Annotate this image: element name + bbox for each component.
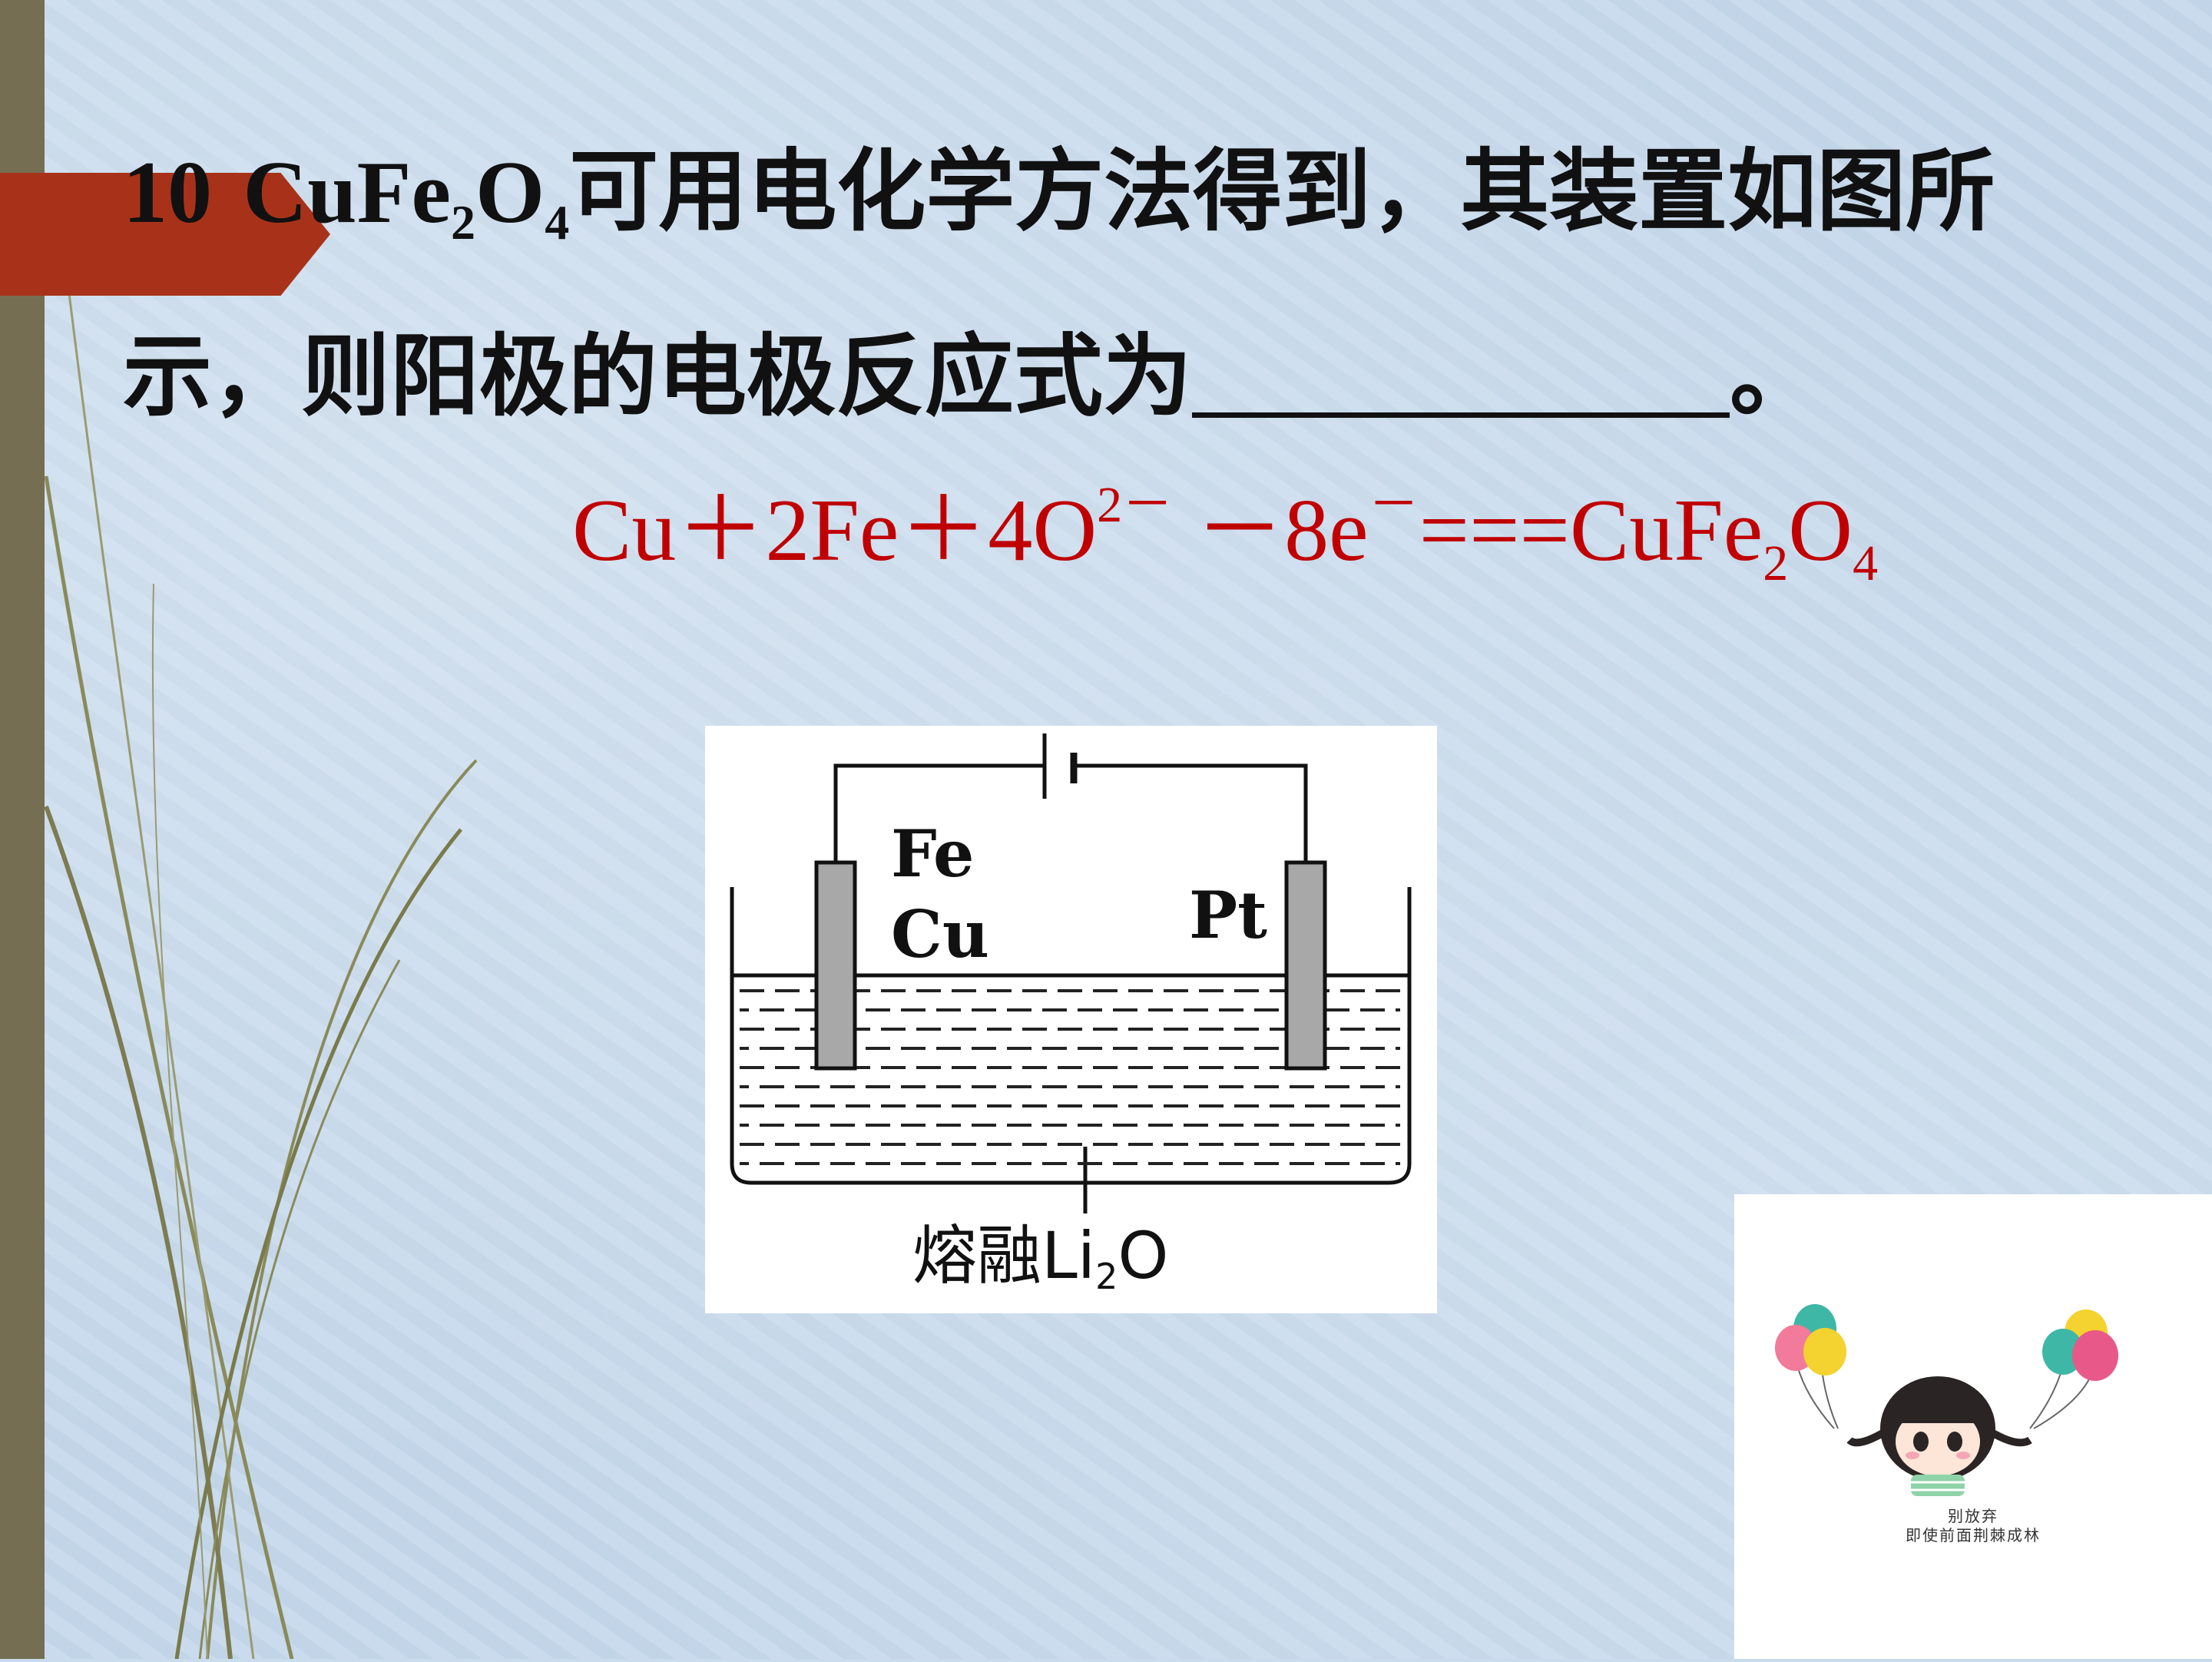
question-period: 。 — [1730, 325, 1819, 429]
question-line1: 可用电化学方法得到，其装置如图所 — [569, 140, 1995, 243]
answer-blank — [1192, 336, 1730, 418]
electrolysis-cell-drawing — [730, 733, 1412, 1213]
red-arrow-marker — [0, 173, 330, 296]
question-text: 10 CuFe2O4可用电化学方法得到，其装置如图所 示，则阳极的电极反应式为 。 — [123, 100, 2197, 469]
question-line2: 示，则阳极的电极反应式为 — [123, 325, 1192, 429]
answer-equation: Cu＋2Fe＋4O2－ －8e－===CuFe2O4 — [572, 477, 1879, 591]
sticker-caption-line2: 即使前面荆棘成林 — [1906, 1526, 2041, 1544]
girl-with-balloons-illustration — [1775, 1304, 2118, 1496]
encouragement-sticker: 别放弃 即使前面荆棘成林 — [1734, 1194, 2212, 1659]
electrolysis-diagram: Fe Cu Pt 熔融Li2O — [705, 726, 1437, 1313]
label-cu: Cu — [891, 896, 989, 972]
sticker-caption-line1: 别放弃 — [1948, 1507, 1998, 1525]
label-electrolyte: 熔融Li2O — [912, 1218, 1169, 1297]
grass-decoration — [44, 230, 478, 1659]
question-number: 10 — [123, 144, 212, 242]
label-fe: Fe — [891, 816, 975, 892]
question-formula: CuFe2O4 — [243, 144, 570, 250]
label-pt: Pt — [1189, 877, 1267, 953]
